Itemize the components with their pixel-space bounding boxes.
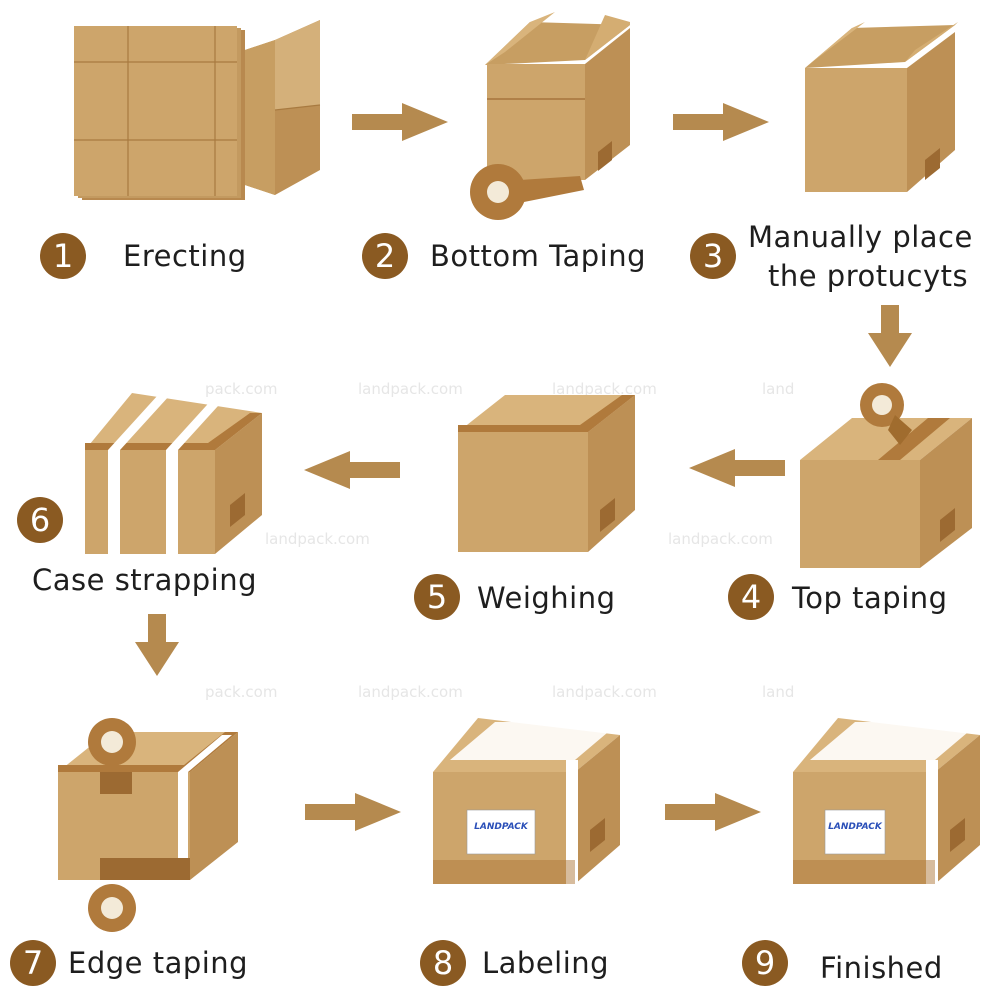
- arrow-right-icon: [673, 103, 769, 141]
- label-brand-text: LANDPACK: [828, 822, 882, 832]
- step5-weighing-illustration: [458, 395, 635, 552]
- step-number-badge: 9: [742, 940, 788, 986]
- step3-place-products-illustration: [805, 22, 958, 192]
- step-number-badge: 2: [362, 233, 408, 279]
- watermark: landpack.com: [265, 530, 370, 548]
- arrow-left-icon: [304, 451, 400, 489]
- arrow-left-icon: [689, 449, 785, 487]
- step5-label: Weighing: [477, 581, 616, 615]
- step3-label-line1: Manually place: [748, 220, 973, 254]
- step1-erecting-illustration: [74, 20, 321, 200]
- step6-label: Case strapping: [32, 563, 258, 597]
- step2-bottom-taping-illustration: [470, 12, 630, 220]
- step1-label: Erecting: [123, 239, 247, 273]
- watermark: land: [762, 380, 795, 398]
- step2-label: Bottom Taping: [430, 239, 647, 273]
- step4-label: Top taping: [792, 581, 948, 615]
- step-number-badge: 8: [420, 940, 466, 986]
- watermark: land: [762, 683, 795, 701]
- watermark: landpack.com: [668, 530, 773, 548]
- step-number-badge: 6: [17, 497, 63, 543]
- arrow-down-icon: [135, 614, 179, 676]
- step7-edge-taping-illustration: [58, 718, 238, 932]
- watermark: pack.com: [205, 380, 278, 398]
- shipping-label: [824, 809, 886, 855]
- step8-labeling-illustration: [433, 718, 620, 884]
- step4-top-taping-illustration: [800, 383, 972, 568]
- step6-case-strapping-illustration: [85, 393, 262, 554]
- step-number-badge: 5: [414, 574, 460, 620]
- watermark: landpack.com: [358, 683, 463, 701]
- arrow-right-icon: [305, 793, 401, 831]
- step3-label-line2: the protucyts: [768, 259, 969, 293]
- step9-finished-illustration: [793, 718, 980, 884]
- watermark: landpack.com: [552, 683, 657, 701]
- watermark: landpack.com: [552, 380, 657, 398]
- arrow-right-icon: [352, 103, 448, 141]
- step8-label: Labeling: [482, 946, 610, 980]
- step-number-badge: 4: [728, 574, 774, 620]
- arrow-down-icon: [868, 305, 912, 367]
- watermark: landpack.com: [358, 380, 463, 398]
- arrow-right-icon: [665, 793, 761, 831]
- step7-label: Edge taping: [68, 946, 249, 980]
- step-number-badge: 3: [690, 233, 736, 279]
- label-brand-text: LANDPACK: [474, 822, 528, 832]
- step-number-badge: 7: [10, 940, 56, 986]
- shipping-label: [466, 809, 536, 855]
- step9-label: Finished: [820, 951, 943, 985]
- step-number-badge: 1: [40, 233, 86, 279]
- watermark: pack.com: [205, 683, 278, 701]
